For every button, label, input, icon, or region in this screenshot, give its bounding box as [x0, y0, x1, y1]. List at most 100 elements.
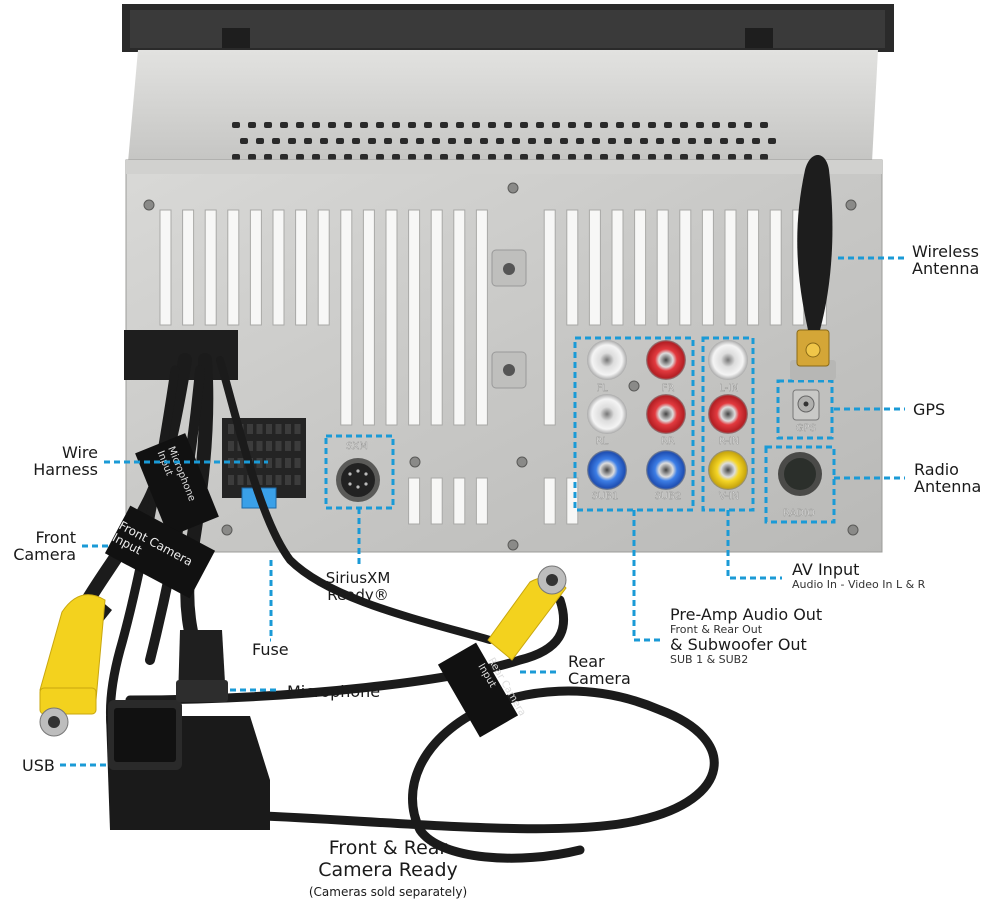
- rear-slot: [701, 209, 714, 326]
- vent-hole: [552, 154, 560, 160]
- mark-sxm: SXM: [346, 441, 368, 452]
- label-front-camera: Front Camera: [13, 528, 76, 564]
- vent-hole: [344, 154, 352, 160]
- vent-hole: [584, 122, 592, 128]
- vent-hole: [608, 138, 616, 144]
- vent-hole: [568, 122, 576, 128]
- mark-fr: FR: [662, 383, 675, 394]
- siriusxm-port: [336, 458, 380, 502]
- rear-slot: [453, 209, 466, 426]
- vent-hole: [648, 154, 656, 160]
- vent-hole: [656, 138, 664, 144]
- rear-slot: [430, 477, 443, 525]
- harness-pin: [275, 475, 282, 485]
- vent-hole: [304, 138, 312, 144]
- harness-pin: [294, 458, 301, 468]
- label-siriusxm: SiriusXM Ready®: [325, 569, 391, 604]
- vent-hole: [664, 154, 672, 160]
- label-av-input-title: AV Input: [792, 560, 860, 579]
- vent-hole: [408, 122, 416, 128]
- vent-hole: [488, 154, 496, 160]
- harness-pin: [275, 458, 282, 468]
- vent-hole: [536, 154, 544, 160]
- harness-pin: [285, 458, 291, 468]
- rca-sub2-jack: [646, 450, 686, 490]
- vent-hole: [704, 138, 712, 144]
- front-camera-rca-plug: [39, 594, 112, 737]
- rca-sub1-jack: [587, 450, 627, 490]
- wireless-antenna: [790, 155, 836, 380]
- label-av-input-sub: Audio In - Video In L & R: [792, 578, 926, 591]
- vent-hole: [640, 138, 648, 144]
- vent-hole: [472, 154, 480, 160]
- vent-hole: [632, 154, 640, 160]
- label-usb: USB: [22, 756, 55, 775]
- front-bezel: [122, 4, 894, 52]
- label-gps: GPS: [913, 400, 946, 419]
- label-subwoofer-title: & Subwoofer Out: [670, 635, 807, 654]
- vent-hole: [232, 122, 240, 128]
- vent-hole: [424, 122, 432, 128]
- vent-hole: [600, 154, 608, 160]
- rca-jacks: [587, 340, 748, 490]
- vent-hole: [744, 154, 752, 160]
- rca-rr-jack: [646, 394, 686, 434]
- harness-pin: [285, 475, 291, 485]
- vent-hole: [280, 154, 288, 160]
- vent-hole: [288, 138, 296, 144]
- label-preamp-title: Pre-Amp Audio Out: [670, 605, 823, 624]
- label-radio-antenna: Radio Antenna: [914, 460, 982, 496]
- vent-hole: [520, 122, 528, 128]
- vent-hole: [712, 122, 720, 128]
- vent-hole: [376, 154, 384, 160]
- vent-hole: [280, 122, 288, 128]
- vent-hole: [512, 138, 520, 144]
- rear-slot: [317, 209, 330, 326]
- harness-pin: [237, 475, 244, 485]
- vent-hole: [760, 122, 768, 128]
- rear-slot: [159, 209, 172, 326]
- vent-hole: [584, 154, 592, 160]
- vent-hole: [696, 154, 704, 160]
- harness-pin: [294, 424, 301, 434]
- vent-hole: [312, 122, 320, 128]
- rear-slot: [272, 209, 285, 326]
- vent-hole: [296, 122, 304, 128]
- vent-hole: [680, 154, 688, 160]
- vent-hole: [552, 122, 560, 128]
- harness-pin: [275, 424, 282, 434]
- rear-slot: [249, 209, 262, 326]
- rear-slot: [747, 209, 760, 326]
- vent-hole: [352, 138, 360, 144]
- harness-pin: [275, 441, 282, 451]
- label-preamp: Pre-Amp Audio Out Front & Rear Out & Sub…: [670, 606, 822, 666]
- harness-pin: [256, 475, 263, 485]
- rear-slot: [543, 209, 556, 426]
- rear-slot: [543, 477, 556, 525]
- harness-pin: [294, 441, 301, 451]
- harness-pin: [237, 458, 244, 468]
- rear-slot: [588, 209, 601, 326]
- label-wireless-antenna: Wireless Antenna: [912, 242, 980, 278]
- vent-hole: [432, 138, 440, 144]
- label-wire-harness: Wire Harness: [33, 443, 98, 479]
- vent-hole: [360, 122, 368, 128]
- rear-slot: [634, 209, 647, 326]
- rear-panel: [125, 159, 883, 553]
- vent-hole: [336, 138, 344, 144]
- rear-slot: [204, 209, 217, 326]
- rear-slot: [408, 477, 421, 525]
- vent-hole: [328, 154, 336, 160]
- vent-hole: [416, 138, 424, 144]
- harness-pin: [266, 441, 272, 451]
- vent-hole: [728, 122, 736, 128]
- harness-pin: [228, 424, 234, 434]
- vent-hole: [392, 154, 400, 160]
- harness-pin: [247, 424, 253, 434]
- mark-vin: V-IN: [719, 491, 739, 502]
- vent-hole: [600, 122, 608, 128]
- rear-slot: [566, 209, 579, 326]
- vent-hole: [544, 138, 552, 144]
- rca-rin-jack: [708, 394, 748, 434]
- mark-rl: RL: [596, 436, 609, 447]
